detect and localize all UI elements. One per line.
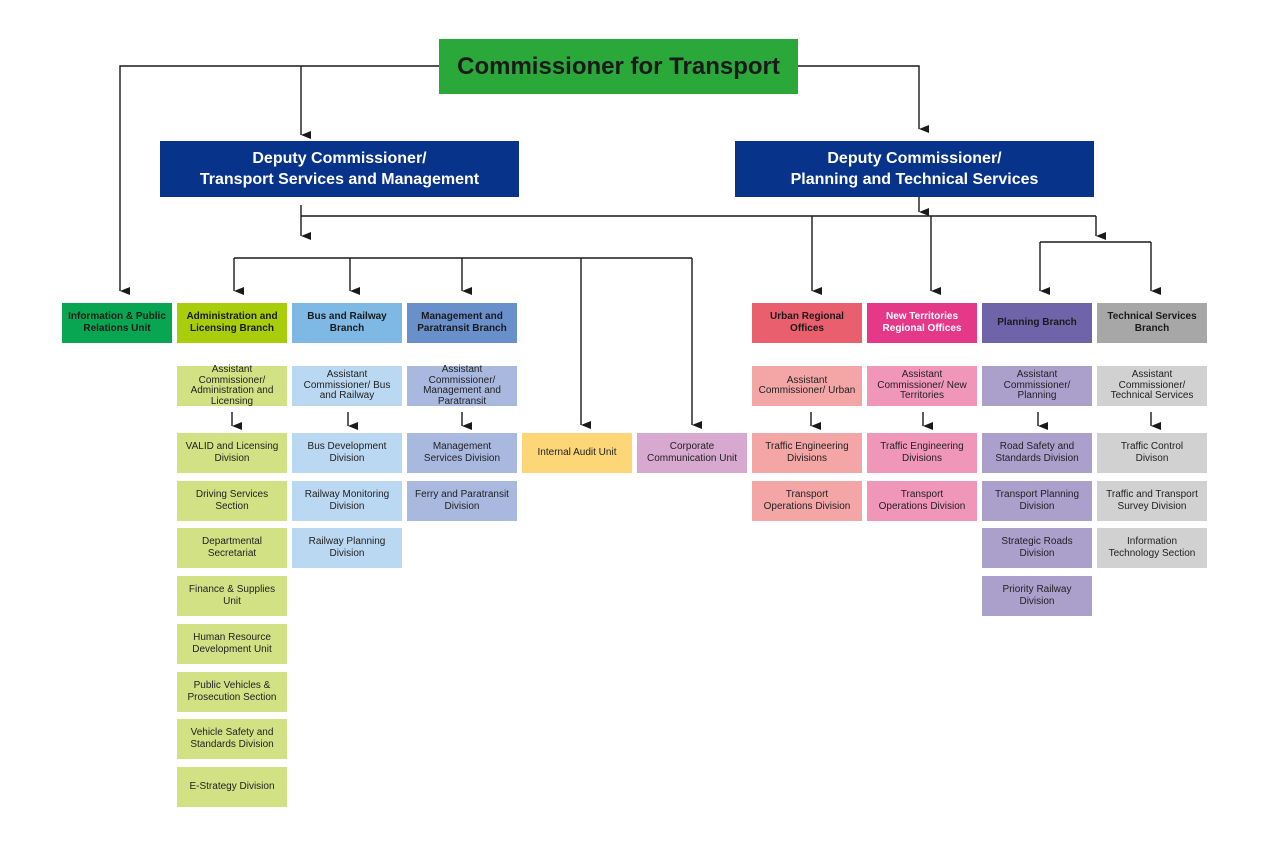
division-nt-label: Transport Operations Division (878, 488, 966, 512)
assistant-technical: Assistant Commissioner/ Technical Servic… (1097, 366, 1207, 406)
branch-admin-label: Administration and Licensing Branch (186, 311, 278, 334)
deputy-left-line1: Deputy Commissioner/ (252, 150, 427, 167)
division-technical-label: Information Technology Section (1108, 536, 1196, 560)
division-planning: Road Safety and Standards Division (982, 433, 1092, 473)
division-bus-label: Railway Monitoring Division (304, 488, 390, 512)
branch-nt: New Territories Regional Offices (867, 303, 977, 343)
branch-urban-label: Urban Regional Offices (770, 311, 844, 334)
assistant-admin-label: Assistant Commissioner/ Administration a… (190, 364, 274, 407)
branch-mgmt-label: Management and Paratransit Branch (417, 311, 507, 334)
division-admin-label: Finance & Supplies Unit (188, 584, 276, 608)
commissioner-title: Commissioner for Transport (457, 52, 780, 80)
assistant-bus-label: Assistant Commissioner/ Bus and Railway (303, 369, 391, 402)
branch-bus-label: Bus and Railway Branch (307, 311, 387, 334)
division-admin: E-Strategy Division (177, 766, 287, 807)
corporate-unit-box: Corporate Communication Unit (637, 433, 747, 473)
assistant-mgmt-label: Assistant Commissioner/ Management and P… (423, 364, 501, 407)
division-planning-label: Road Safety and Standards Division (995, 441, 1079, 464)
division-mgmt: Ferry and Paratransit Division (407, 480, 517, 521)
deputy-right-line2: Planning and Technical Services (790, 171, 1039, 188)
division-admin: Driving Services Section (177, 480, 287, 521)
connector-info (119, 65, 440, 295)
branch-technical: Technical Services Branch (1097, 303, 1207, 343)
deputy-right-line1: Deputy Commissioner/ (827, 150, 1002, 167)
division-admin-label: Driving Services Section (195, 488, 269, 512)
division-admin: VALID and Licensing Division (177, 433, 287, 473)
branch-nt-label: New Territories Regional Offices (882, 311, 962, 334)
division-admin-label: E-Strategy Division (189, 780, 275, 792)
division-planning: Strategic Roads Division (982, 528, 1092, 569)
deputy-left-box: Deputy Commissioner/ Transport Services … (160, 141, 519, 197)
division-nt: Traffic Engineering Divisions (867, 433, 977, 473)
division-admin: Public Vehicles & Prosecution Section (177, 671, 287, 712)
division-bus-label: Railway Planning Division (308, 536, 386, 560)
division-planning: Transport Planning Division (982, 480, 1092, 521)
assistant-nt-label: Assistant Commissioner/ New Territories (877, 369, 967, 402)
division-urban-label: Transport Operations Division (763, 488, 851, 512)
division-planning-label: Transport Planning Division (994, 488, 1080, 512)
assistant-urban: Assistant Commissioner/ Urban (752, 366, 862, 406)
division-admin-label: Departmental Secretariat (201, 536, 263, 560)
division-technical: Information Technology Section (1097, 528, 1207, 569)
division-admin: Vehicle Safety and Standards Division (177, 719, 287, 760)
division-planning: Priority Railway Division (982, 576, 1092, 617)
assistant-admin: Assistant Commissioner/ Administration a… (177, 364, 287, 407)
division-technical: Traffic Control Divison (1097, 433, 1207, 473)
division-planning-label: Strategic Roads Division (1001, 536, 1073, 560)
division-nt-label: Traffic Engineering Divisions (880, 441, 964, 464)
division-admin-label: Human Resource Development Unit (192, 631, 272, 655)
assistant-planning-label: Assistant Commissioner/ Planning (1003, 369, 1071, 402)
branch-technical-label: Technical Services Branch (1107, 311, 1197, 334)
branch-mgmt: Management and Paratransit Branch (407, 303, 517, 343)
division-nt: Transport Operations Division (867, 480, 977, 521)
assistant-technical-label: Assistant Commissioner/ Technical Servic… (1110, 369, 1194, 402)
division-urban: Traffic Engineering Divisions (752, 433, 862, 473)
deputy-right-box: Deputy Commissioner/ Planning and Techni… (735, 141, 1094, 197)
division-admin: Departmental Secretariat (177, 528, 287, 569)
division-admin-label: Vehicle Safety and Standards Division (190, 727, 274, 751)
assistant-urban-label: Assistant Commissioner/ Urban (758, 374, 856, 396)
division-admin-label: VALID and Licensing Division (185, 441, 279, 464)
branch-admin: Administration and Licensing Branch (177, 303, 287, 343)
branch-urban: Urban Regional Offices (752, 303, 862, 343)
division-urban: Transport Operations Division (752, 480, 862, 521)
division-bus: Railway Planning Division (292, 528, 402, 569)
assistant-mgmt: Assistant Commissioner/ Management and P… (407, 364, 517, 407)
division-planning-label: Priority Railway Division (1002, 584, 1072, 608)
division-bus: Bus Development Division (292, 433, 402, 473)
assistant-planning: Assistant Commissioner/ Planning (982, 366, 1092, 406)
assistant-nt: Assistant Commissioner/ New Territories (867, 366, 977, 406)
assistant-bus: Assistant Commissioner/ Bus and Railway (292, 366, 402, 406)
commissioner-box: Commissioner for Transport (439, 39, 798, 94)
info-unit-label: Information & Public Relations Unit (68, 311, 166, 334)
deputy-left-line2: Transport Services and Management (199, 171, 480, 188)
corporate-unit-label: Corporate Communication Unit (646, 441, 738, 464)
division-bus-label: Bus Development Division (307, 441, 387, 464)
division-mgmt-label: Management Services Division (423, 441, 501, 464)
division-technical-label: Traffic Control Divison (1120, 441, 1184, 464)
audit-unit-box: Internal Audit Unit (522, 433, 632, 473)
division-technical-label: Traffic and Transport Survey Division (1106, 488, 1198, 512)
division-mgmt: Management Services Division (407, 433, 517, 473)
audit-unit-label: Internal Audit Unit (537, 447, 617, 458)
division-technical: Traffic and Transport Survey Division (1097, 480, 1207, 521)
division-mgmt-label: Ferry and Paratransit Division (415, 488, 509, 512)
division-urban-label: Traffic Engineering Divisions (765, 441, 849, 464)
info-unit-box: Information & Public Relations Unit (62, 303, 172, 343)
division-admin: Human Resource Development Unit (177, 623, 287, 664)
division-bus: Railway Monitoring Division (292, 480, 402, 521)
branch-planning-label: Planning Branch (997, 317, 1077, 328)
division-admin-label: Public Vehicles & Prosecution Section (187, 679, 277, 703)
branch-planning: Planning Branch (982, 303, 1092, 343)
division-admin: Finance & Supplies Unit (177, 576, 287, 617)
branch-bus: Bus and Railway Branch (292, 303, 402, 343)
connector-deputy-right (798, 65, 929, 133)
